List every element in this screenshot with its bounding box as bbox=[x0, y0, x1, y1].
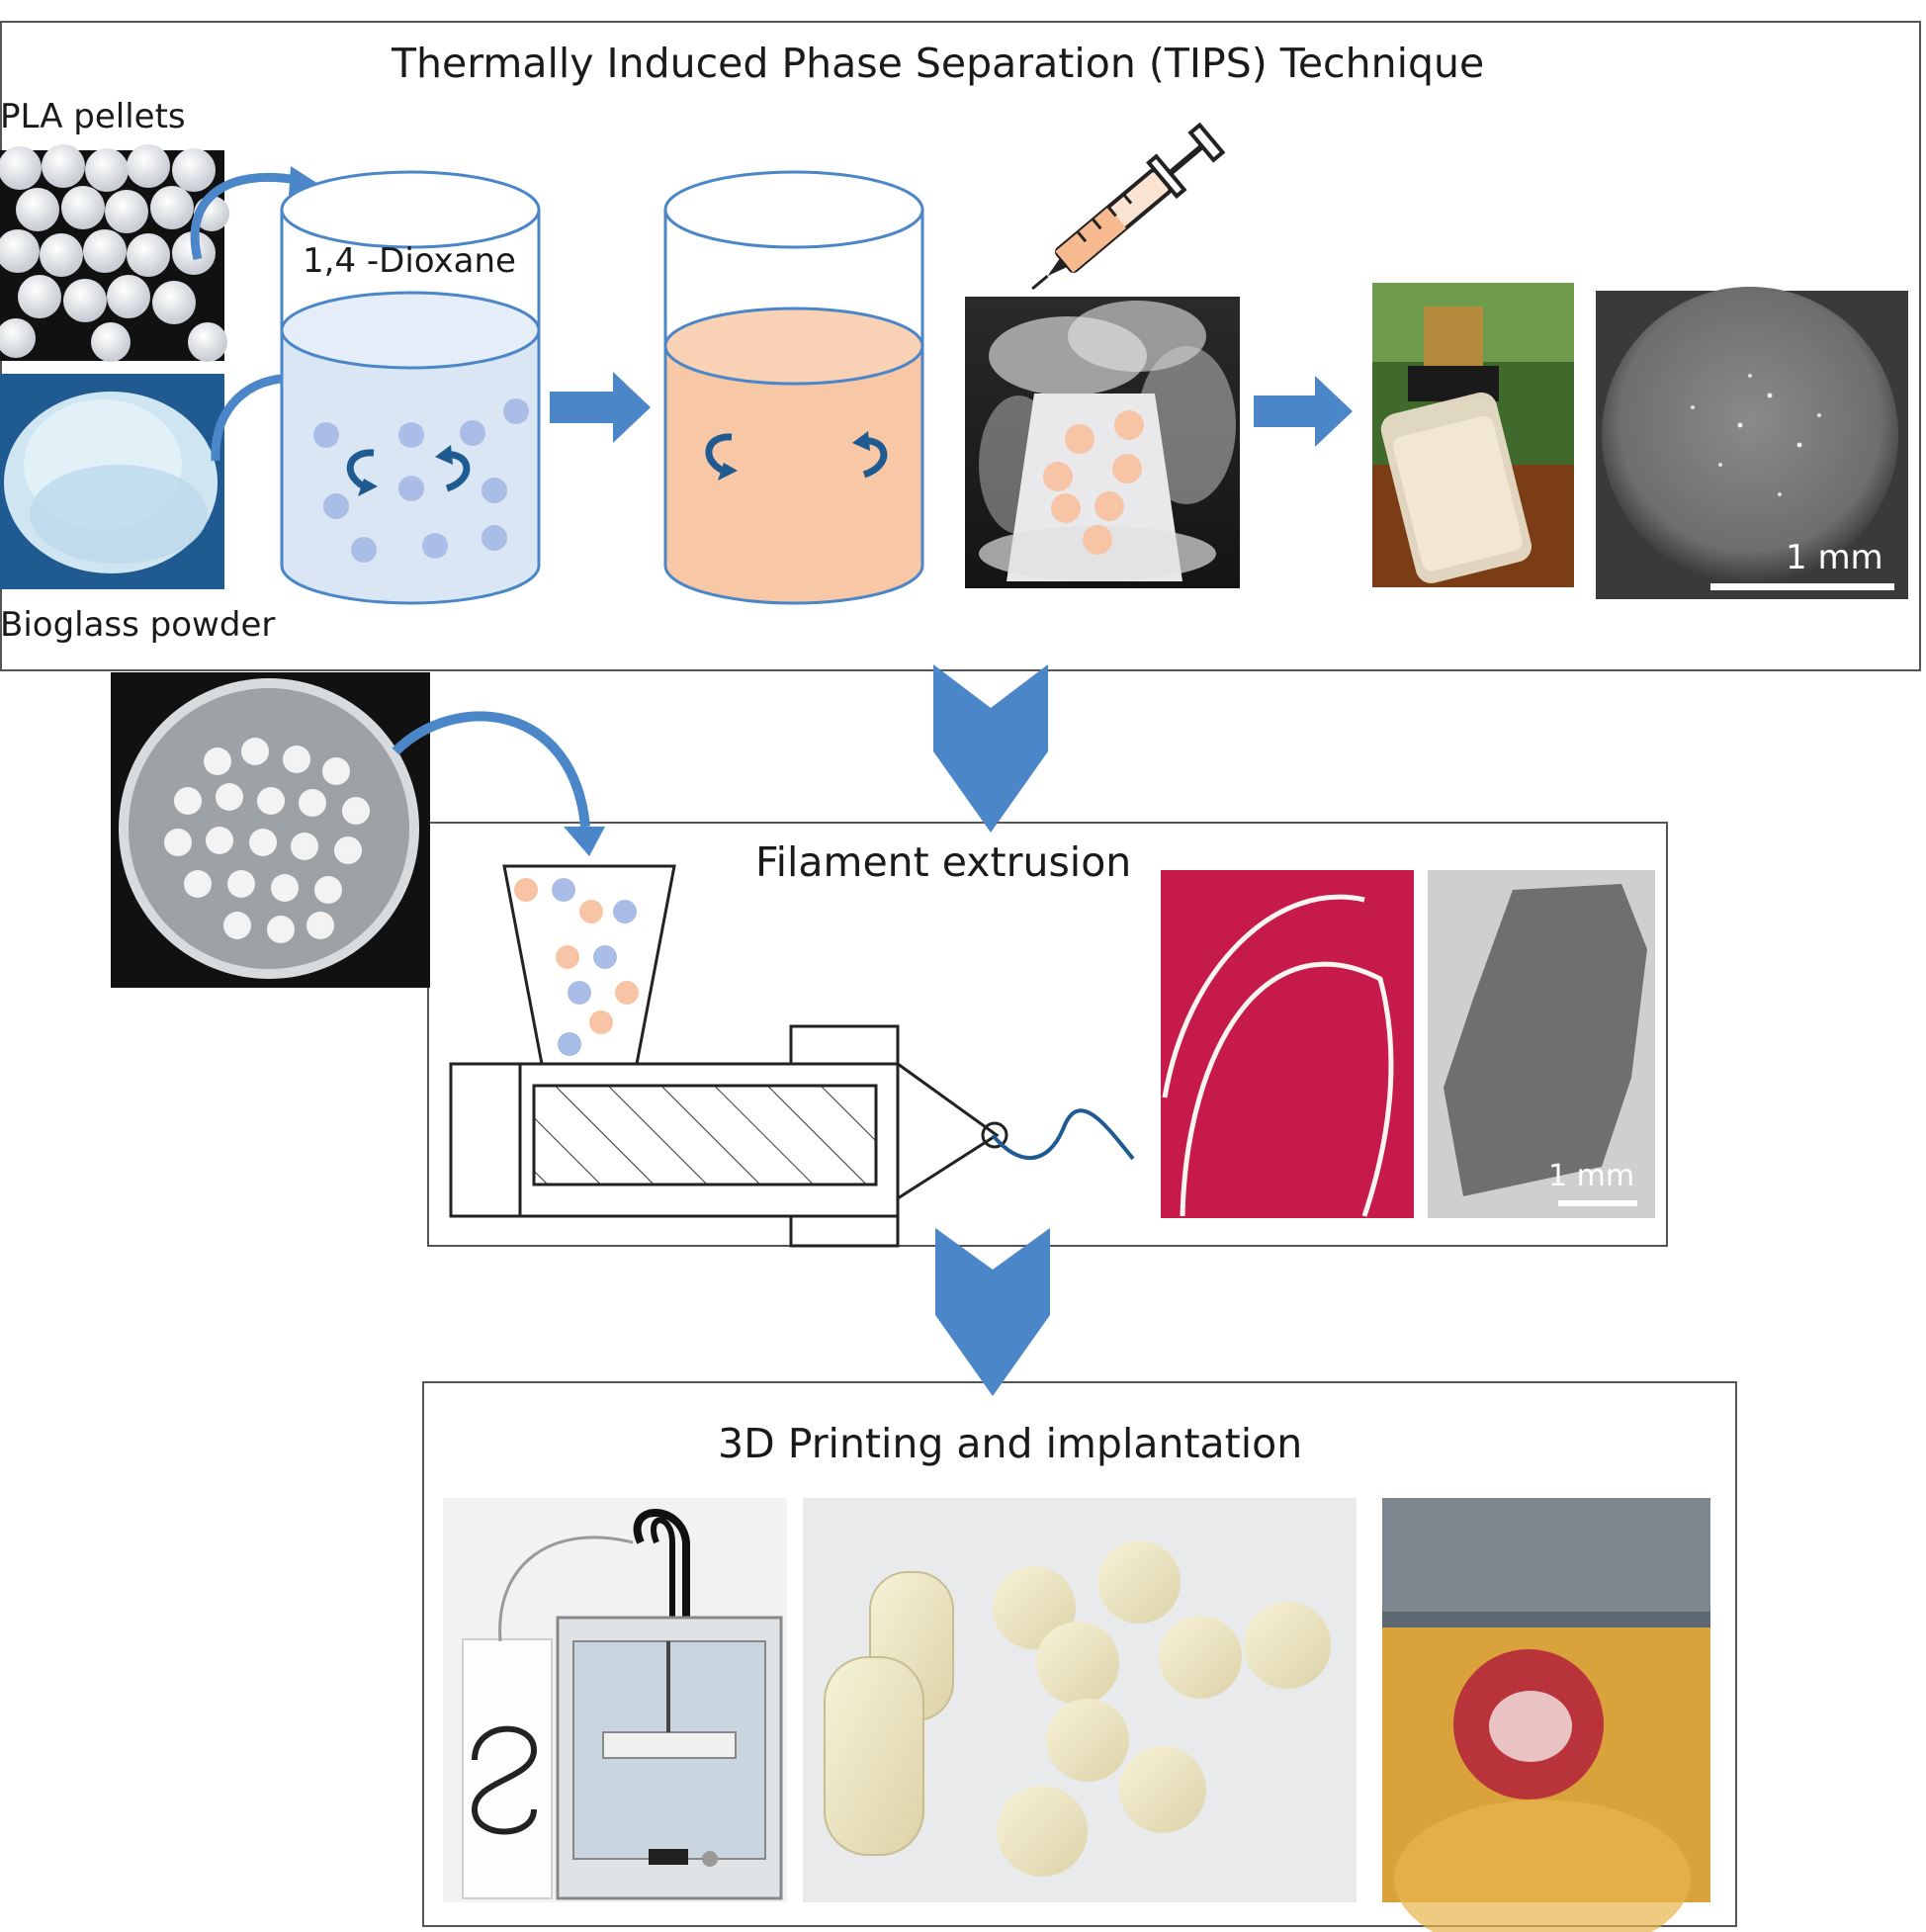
pla-particle bbox=[1051, 493, 1081, 523]
bioglass-particle bbox=[552, 878, 575, 902]
pla-particle bbox=[1114, 410, 1144, 440]
bioglass-particle bbox=[613, 900, 637, 923]
scale-bar-line bbox=[1558, 1200, 1637, 1206]
filament-sem-image bbox=[1428, 870, 1655, 1218]
bioglass-powder-photo bbox=[0, 374, 224, 589]
process-arrow-1 bbox=[550, 372, 651, 443]
extruder-hopper bbox=[502, 864, 676, 1066]
printing-panel-frame bbox=[422, 1381, 1737, 1927]
pla-particle bbox=[556, 945, 579, 969]
stir-arrow-left bbox=[346, 449, 375, 492]
printing-panel-title: 3D Printing and implantation bbox=[718, 1420, 1303, 1467]
scale-bar-label: 1 mm bbox=[1548, 1159, 1635, 1193]
extrusion-panel-title: Filament extrusion bbox=[755, 838, 1132, 886]
scale-bar-line bbox=[1710, 583, 1894, 590]
tips-sem-image bbox=[1596, 287, 1908, 599]
pla-particle bbox=[1043, 462, 1073, 491]
pellets-to-hopper-arrow bbox=[392, 711, 590, 828]
pla-particle bbox=[579, 900, 603, 923]
pla-particle bbox=[589, 1010, 613, 1034]
bioglass-particle bbox=[482, 525, 507, 551]
filament-strand bbox=[991, 1108, 1135, 1161]
composite-pellets-photo bbox=[111, 672, 430, 988]
pla-particle bbox=[1094, 491, 1124, 521]
pla-particle bbox=[514, 878, 538, 902]
dioxane-label: 1,4 -Dioxane bbox=[303, 241, 516, 281]
extruder-barrel bbox=[449, 1024, 1135, 1248]
bioglass-powder-label: Bioglass powder bbox=[0, 605, 276, 645]
bioglass-particle bbox=[558, 1032, 581, 1056]
bioglass-particle bbox=[351, 537, 377, 563]
chevron-down-icon bbox=[935, 1228, 1050, 1396]
pla-particle bbox=[1083, 525, 1112, 555]
bioglass-particle bbox=[313, 422, 339, 448]
pla-pellets-photo bbox=[0, 144, 229, 362]
pla-pellets-label: PLA pellets bbox=[0, 97, 186, 136]
tips-panel-title: Thermally Induced Phase Separation (TIPS… bbox=[392, 40, 1485, 87]
implantation-photo bbox=[1382, 1498, 1710, 1932]
scale-bar-label: 1 mm bbox=[1786, 538, 1883, 577]
process-arrow-2 bbox=[1254, 376, 1353, 447]
pla-particle bbox=[615, 981, 639, 1005]
bioglass-particle bbox=[398, 476, 424, 501]
stir-arrow-left bbox=[705, 433, 733, 477]
bioglass-particle bbox=[422, 533, 448, 559]
dioxane-beaker bbox=[280, 170, 541, 605]
pla-particle bbox=[1112, 454, 1142, 483]
bioglass-particle bbox=[593, 945, 617, 969]
solution-beaker bbox=[663, 170, 924, 605]
pla-particle bbox=[1065, 424, 1094, 454]
filament-photo bbox=[1161, 870, 1414, 1218]
bioglass-particle bbox=[568, 981, 591, 1005]
bioglass-particle bbox=[503, 398, 529, 424]
printed-scaffolds-photo bbox=[803, 1498, 1357, 1902]
freeze-dried-vial-photo bbox=[1372, 283, 1574, 587]
chevron-down-icon bbox=[933, 664, 1048, 833]
liquid-nitrogen-photo bbox=[965, 297, 1240, 588]
syringe-icon bbox=[1031, 122, 1226, 291]
bioglass-particle bbox=[323, 493, 349, 519]
bioglass-particle bbox=[482, 478, 507, 503]
bioglass-particle bbox=[398, 422, 424, 448]
bioglass-particle bbox=[460, 420, 485, 446]
3d-printer-photo bbox=[443, 1498, 787, 1902]
pla-to-beaker-arrow bbox=[190, 172, 298, 261]
